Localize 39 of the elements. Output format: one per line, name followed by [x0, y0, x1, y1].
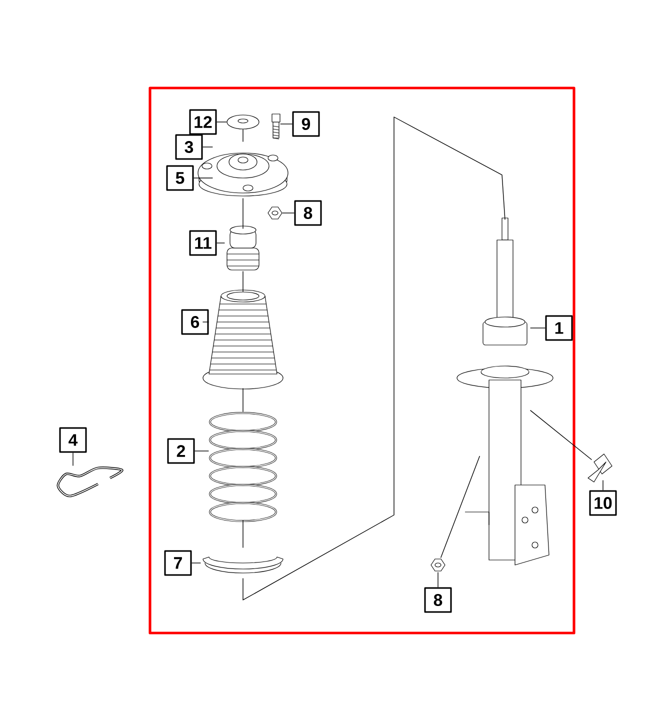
callout-number: 4 [59, 427, 87, 453]
callout-number: 6 [181, 309, 209, 335]
assembly-line [440, 456, 480, 558]
callout-number: 2 [167, 438, 195, 464]
coil-spring-drawing [209, 412, 277, 522]
bolt-drawing [272, 114, 280, 140]
assembly-line [242, 270, 244, 292]
leader-line [202, 146, 214, 148]
nut-drawing [268, 206, 282, 220]
callout-number: 8 [294, 200, 322, 226]
strut-mount-drawing [198, 152, 288, 196]
dust-boot-drawing [202, 290, 284, 390]
clip-drawing [56, 466, 124, 498]
nut-drawing [430, 558, 446, 572]
callout-number: 1 [545, 315, 573, 341]
spring-isolator-drawing [202, 556, 284, 574]
strut-drawing [456, 218, 554, 566]
bump-stop-drawing [226, 226, 260, 270]
assembly-line [242, 116, 506, 600]
callout-number: 11 [189, 230, 217, 256]
leader-line [216, 242, 226, 244]
washer-drawing [226, 114, 260, 130]
leader-line [282, 212, 295, 214]
assembly-line [242, 128, 244, 142]
callout-number: 7 [164, 550, 192, 576]
leader-line [194, 450, 210, 452]
leader-line [191, 562, 202, 564]
leader-line [72, 452, 74, 466]
assembly-line [242, 388, 244, 412]
callout-number: 3 [175, 134, 203, 160]
assembly-line [530, 410, 592, 460]
callout-number: 12 [189, 109, 217, 135]
leader-line [602, 480, 604, 491]
callout-number: 8 [424, 587, 452, 613]
callout-number: 10 [589, 490, 617, 516]
callout-number: 9 [292, 111, 320, 137]
bolt-drawing [588, 454, 612, 482]
assembly-line [242, 520, 244, 548]
callout-number: 5 [166, 165, 194, 191]
